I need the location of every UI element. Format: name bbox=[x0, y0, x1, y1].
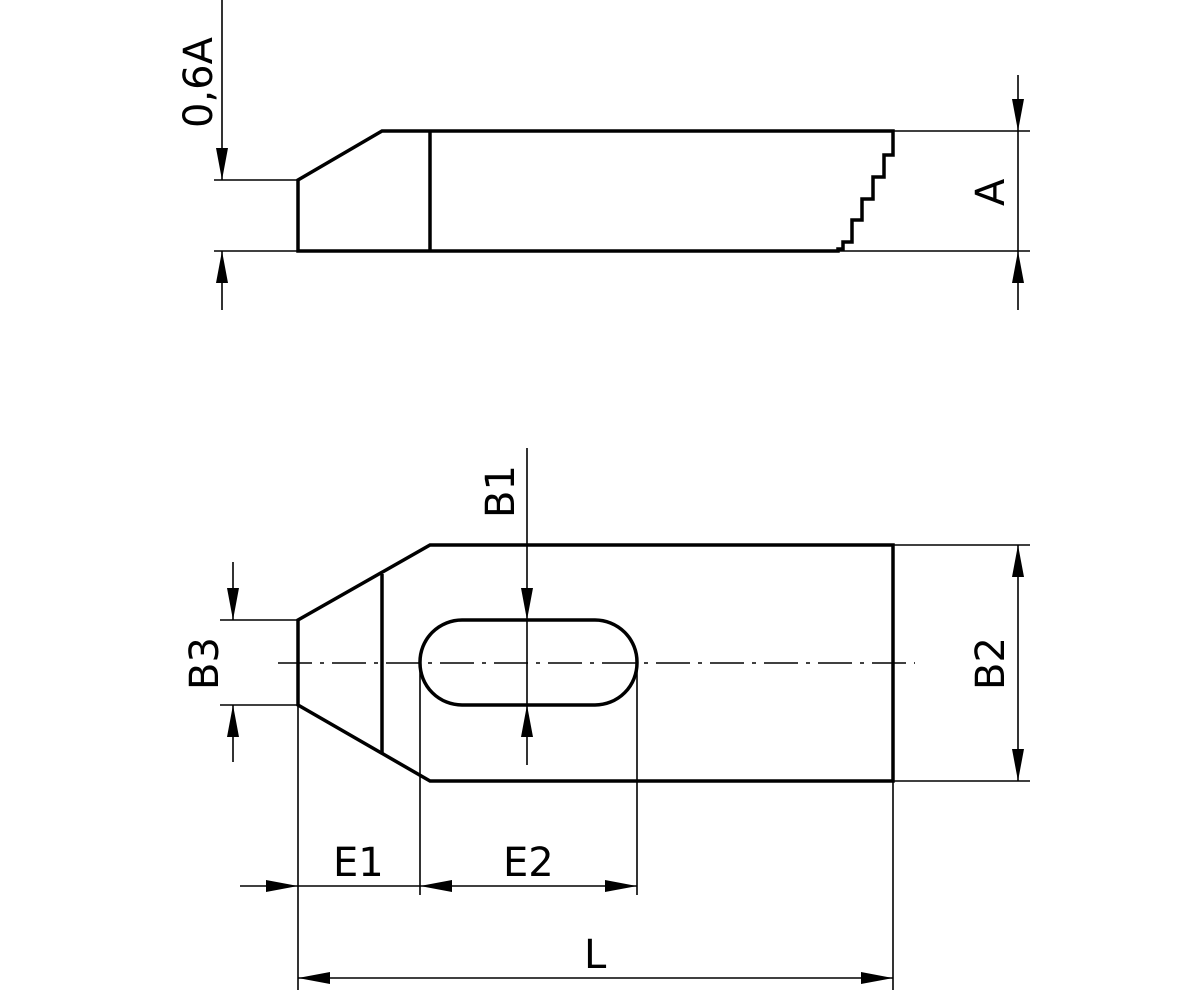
arrowhead bbox=[298, 972, 330, 984]
dim-label-b3: B3 bbox=[182, 637, 228, 690]
arrowhead bbox=[521, 705, 533, 737]
arrowhead bbox=[216, 148, 228, 180]
arrowhead bbox=[227, 705, 239, 737]
arrowhead bbox=[1012, 99, 1024, 131]
arrowhead bbox=[420, 880, 452, 892]
arrowhead bbox=[227, 588, 239, 620]
plan-view: B1 B3 B2 E1 E2 L bbox=[182, 448, 1030, 990]
dim-label-l: L bbox=[584, 932, 607, 978]
dim-label-0-6a: 0,6A bbox=[176, 36, 222, 128]
arrowhead bbox=[216, 251, 228, 283]
arrowhead bbox=[1012, 749, 1024, 781]
dim-label-b1: B1 bbox=[478, 465, 524, 518]
arrowhead bbox=[266, 880, 298, 892]
arrowhead bbox=[861, 972, 893, 984]
dim-label-a: A bbox=[968, 178, 1014, 206]
side-view: 0,6A A bbox=[176, 0, 1030, 310]
arrowhead bbox=[1012, 251, 1024, 283]
dim-label-e1: E1 bbox=[333, 840, 384, 886]
arrowhead bbox=[521, 588, 533, 620]
arrowhead bbox=[605, 880, 637, 892]
side-view-outline bbox=[296, 129, 895, 253]
arrowhead bbox=[1012, 545, 1024, 577]
dim-label-e2: E2 bbox=[503, 840, 554, 886]
dim-label-b2: B2 bbox=[968, 637, 1014, 690]
